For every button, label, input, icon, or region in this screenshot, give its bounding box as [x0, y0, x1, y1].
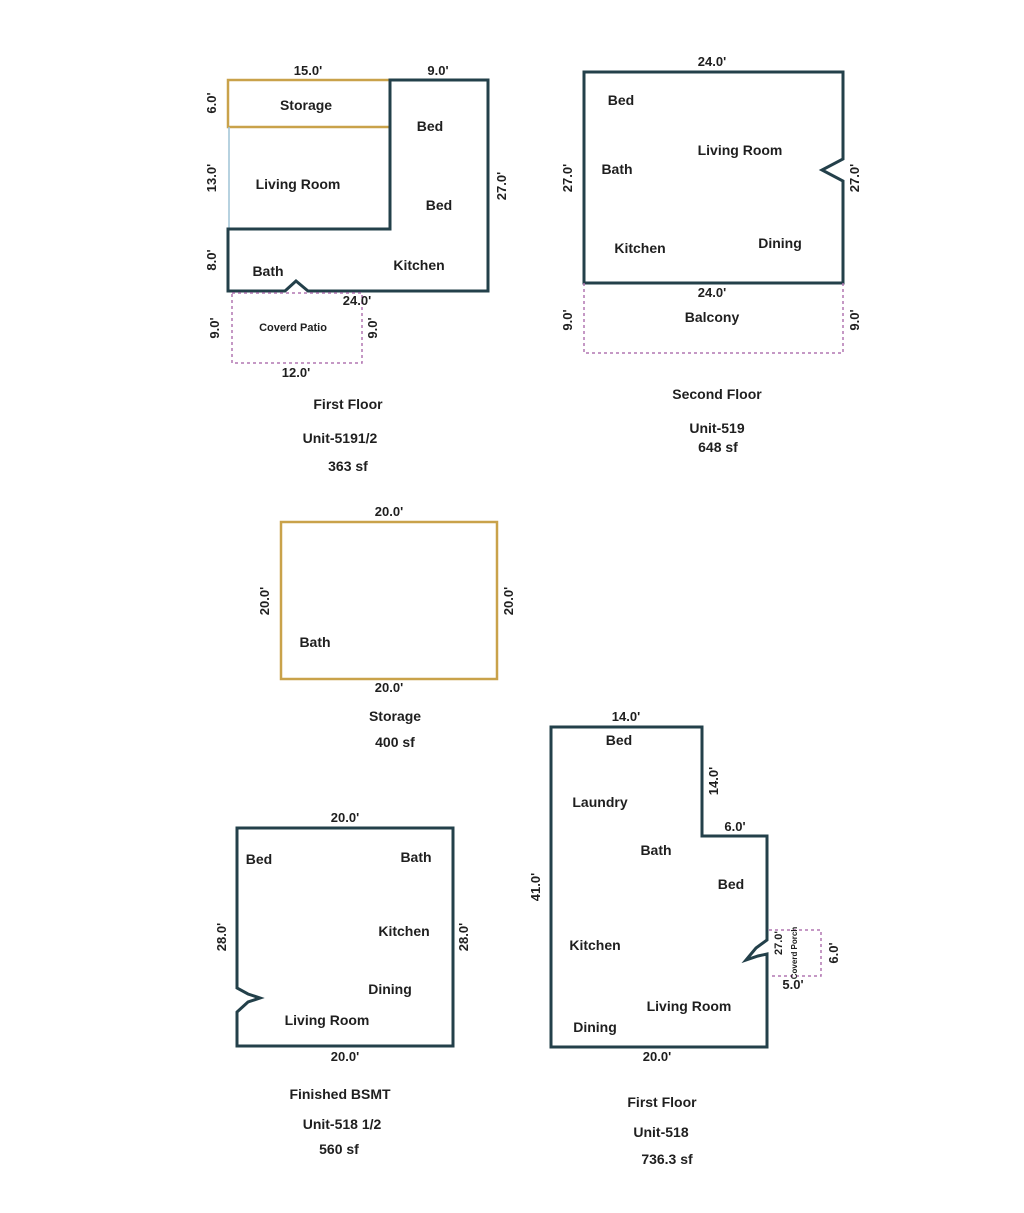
unit-519-walls — [582, 70, 845, 285]
room-bath: Bath — [299, 634, 330, 650]
caption-area: 648 sf — [698, 439, 738, 455]
dim-right: 28.0' — [456, 923, 471, 951]
dim-bottom: 24.0' — [698, 285, 726, 300]
room-patio: Coverd Patio — [259, 322, 327, 334]
dim-right: 27.0' — [847, 164, 862, 192]
caption-unit: Unit-5191/2 — [303, 430, 378, 446]
caption-area: 363 sf — [328, 458, 368, 474]
unit-5191-walls — [226, 78, 490, 293]
room-bath: Bath — [601, 161, 632, 177]
room-dining: Dining — [758, 235, 802, 251]
dim-top: 20.0' — [375, 504, 403, 519]
dim-top: 14.0' — [612, 709, 640, 724]
room-bath: Bath — [640, 842, 671, 858]
caption-title: Second Floor — [672, 386, 762, 402]
caption-title: First Floor — [313, 396, 383, 412]
room-bed-1: Bed — [417, 118, 443, 134]
dim-left: 41.0' — [528, 873, 543, 901]
unit-518-half-walls — [235, 826, 455, 1048]
room-bed: Bed — [608, 92, 634, 108]
room-living: Living Room — [698, 142, 783, 158]
room-living: Living Room — [285, 1012, 370, 1028]
room-storage: Storage — [280, 97, 332, 113]
dim-left-storage: 6.0' — [204, 92, 219, 113]
caption-area: 736.3 sf — [641, 1151, 693, 1167]
dim-porch-right: 6.0' — [826, 942, 841, 963]
dim-left: 27.0' — [560, 164, 575, 192]
room-bath: Bath — [252, 263, 283, 279]
covered-patio-outline — [231, 292, 363, 364]
room-balcony: Balcony — [685, 309, 740, 325]
dim-notch-horiz: 6.0' — [724, 819, 745, 834]
plan-unit-518-half: 20.0' 28.0' 28.0' 20.0' Bed Bath Kitchen… — [214, 810, 471, 1157]
covered-porch-outline — [769, 929, 822, 977]
room-bed-1: Bed — [606, 732, 632, 748]
room-bed: Bed — [246, 851, 272, 867]
dim-left: 20.0' — [257, 587, 272, 615]
dim-top: 20.0' — [331, 810, 359, 825]
storage-outline — [279, 520, 499, 681]
dim-right: 27.0' — [773, 931, 785, 955]
dim-right: 20.0' — [501, 587, 516, 615]
room-dining: Dining — [368, 981, 412, 997]
caption-area: 560 sf — [319, 1141, 359, 1157]
dim-top: 24.0' — [698, 54, 726, 69]
dim-balcony-right: 9.0' — [847, 309, 862, 330]
dim-left-bath: 8.0' — [204, 249, 219, 270]
caption-title: First Floor — [627, 1094, 697, 1110]
caption-title: Storage — [369, 708, 421, 724]
room-bed-2: Bed — [426, 197, 452, 213]
dim-bottom: 24.0' — [343, 293, 371, 308]
plan-unit-519: 24.0' 27.0' 27.0' 24.0' 9.0' 9.0' Bed Li… — [560, 54, 862, 455]
plan-storage: 20.0' 20.0' 20.0' 20.0' Bath Storage 400… — [257, 504, 516, 750]
dim-porch-bottom: 5.0' — [782, 977, 803, 992]
dim-notch-vert: 14.0' — [706, 767, 721, 795]
dim-bottom: 20.0' — [331, 1049, 359, 1064]
unit-518-walls — [549, 725, 769, 1049]
caption-unit: Unit-518 — [633, 1124, 688, 1140]
room-kitchen: Kitchen — [614, 240, 665, 256]
room-kitchen: Kitchen — [393, 257, 444, 273]
room-kitchen: Kitchen — [378, 923, 429, 939]
dim-right: 27.0' — [494, 172, 509, 200]
dim-left-living: 13.0' — [204, 164, 219, 192]
room-porch: Coverd Porch — [790, 927, 799, 980]
caption-unit: Unit-519 — [689, 420, 744, 436]
room-living: Living Room — [256, 176, 341, 192]
room-bath: Bath — [400, 849, 431, 865]
dim-bottom: 20.0' — [643, 1049, 671, 1064]
plan-unit-5191-2: 15.0' 9.0' 6.0' 13.0' 8.0' 27.0' 24.0' 9… — [204, 63, 509, 474]
dim-patio-right: 9.0' — [365, 317, 380, 338]
dim-left: 28.0' — [214, 923, 229, 951]
room-living: Living Room — [647, 998, 732, 1014]
room-dining: Dining — [573, 1019, 617, 1035]
plan-unit-518: 14.0' 14.0' 6.0' 41.0' 27.0' Coverd Porc… — [528, 709, 841, 1167]
room-kitchen: Kitchen — [569, 937, 620, 953]
caption-unit: Unit-518 1/2 — [303, 1116, 382, 1132]
caption-title: Finished BSMT — [289, 1086, 391, 1102]
caption-area: 400 sf — [375, 734, 415, 750]
dim-top-left: 15.0' — [294, 63, 322, 78]
dim-top-right: 9.0' — [427, 63, 448, 78]
balcony-outline — [583, 283, 844, 354]
dim-patio-bottom: 12.0' — [282, 365, 310, 380]
dim-patio-left: 9.0' — [207, 317, 222, 338]
dim-balcony-left: 9.0' — [560, 309, 575, 330]
dim-bottom: 20.0' — [375, 680, 403, 695]
room-laundry: Laundry — [572, 794, 627, 810]
room-bed-2: Bed — [718, 876, 744, 892]
